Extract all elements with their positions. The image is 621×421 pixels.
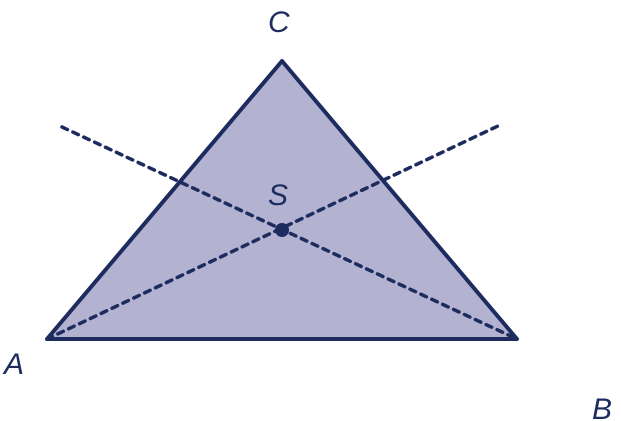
vertex-label-a: A [2,348,24,381]
vertex-label-c: C [268,6,290,39]
dashed-line-from-b [60,125,519,341]
point-label-s: S [268,179,288,212]
dashed-line-from-a [45,124,500,341]
triangle-abc [45,59,519,341]
vertex-label-b: B [592,393,612,421]
point-s-dot [275,223,289,237]
